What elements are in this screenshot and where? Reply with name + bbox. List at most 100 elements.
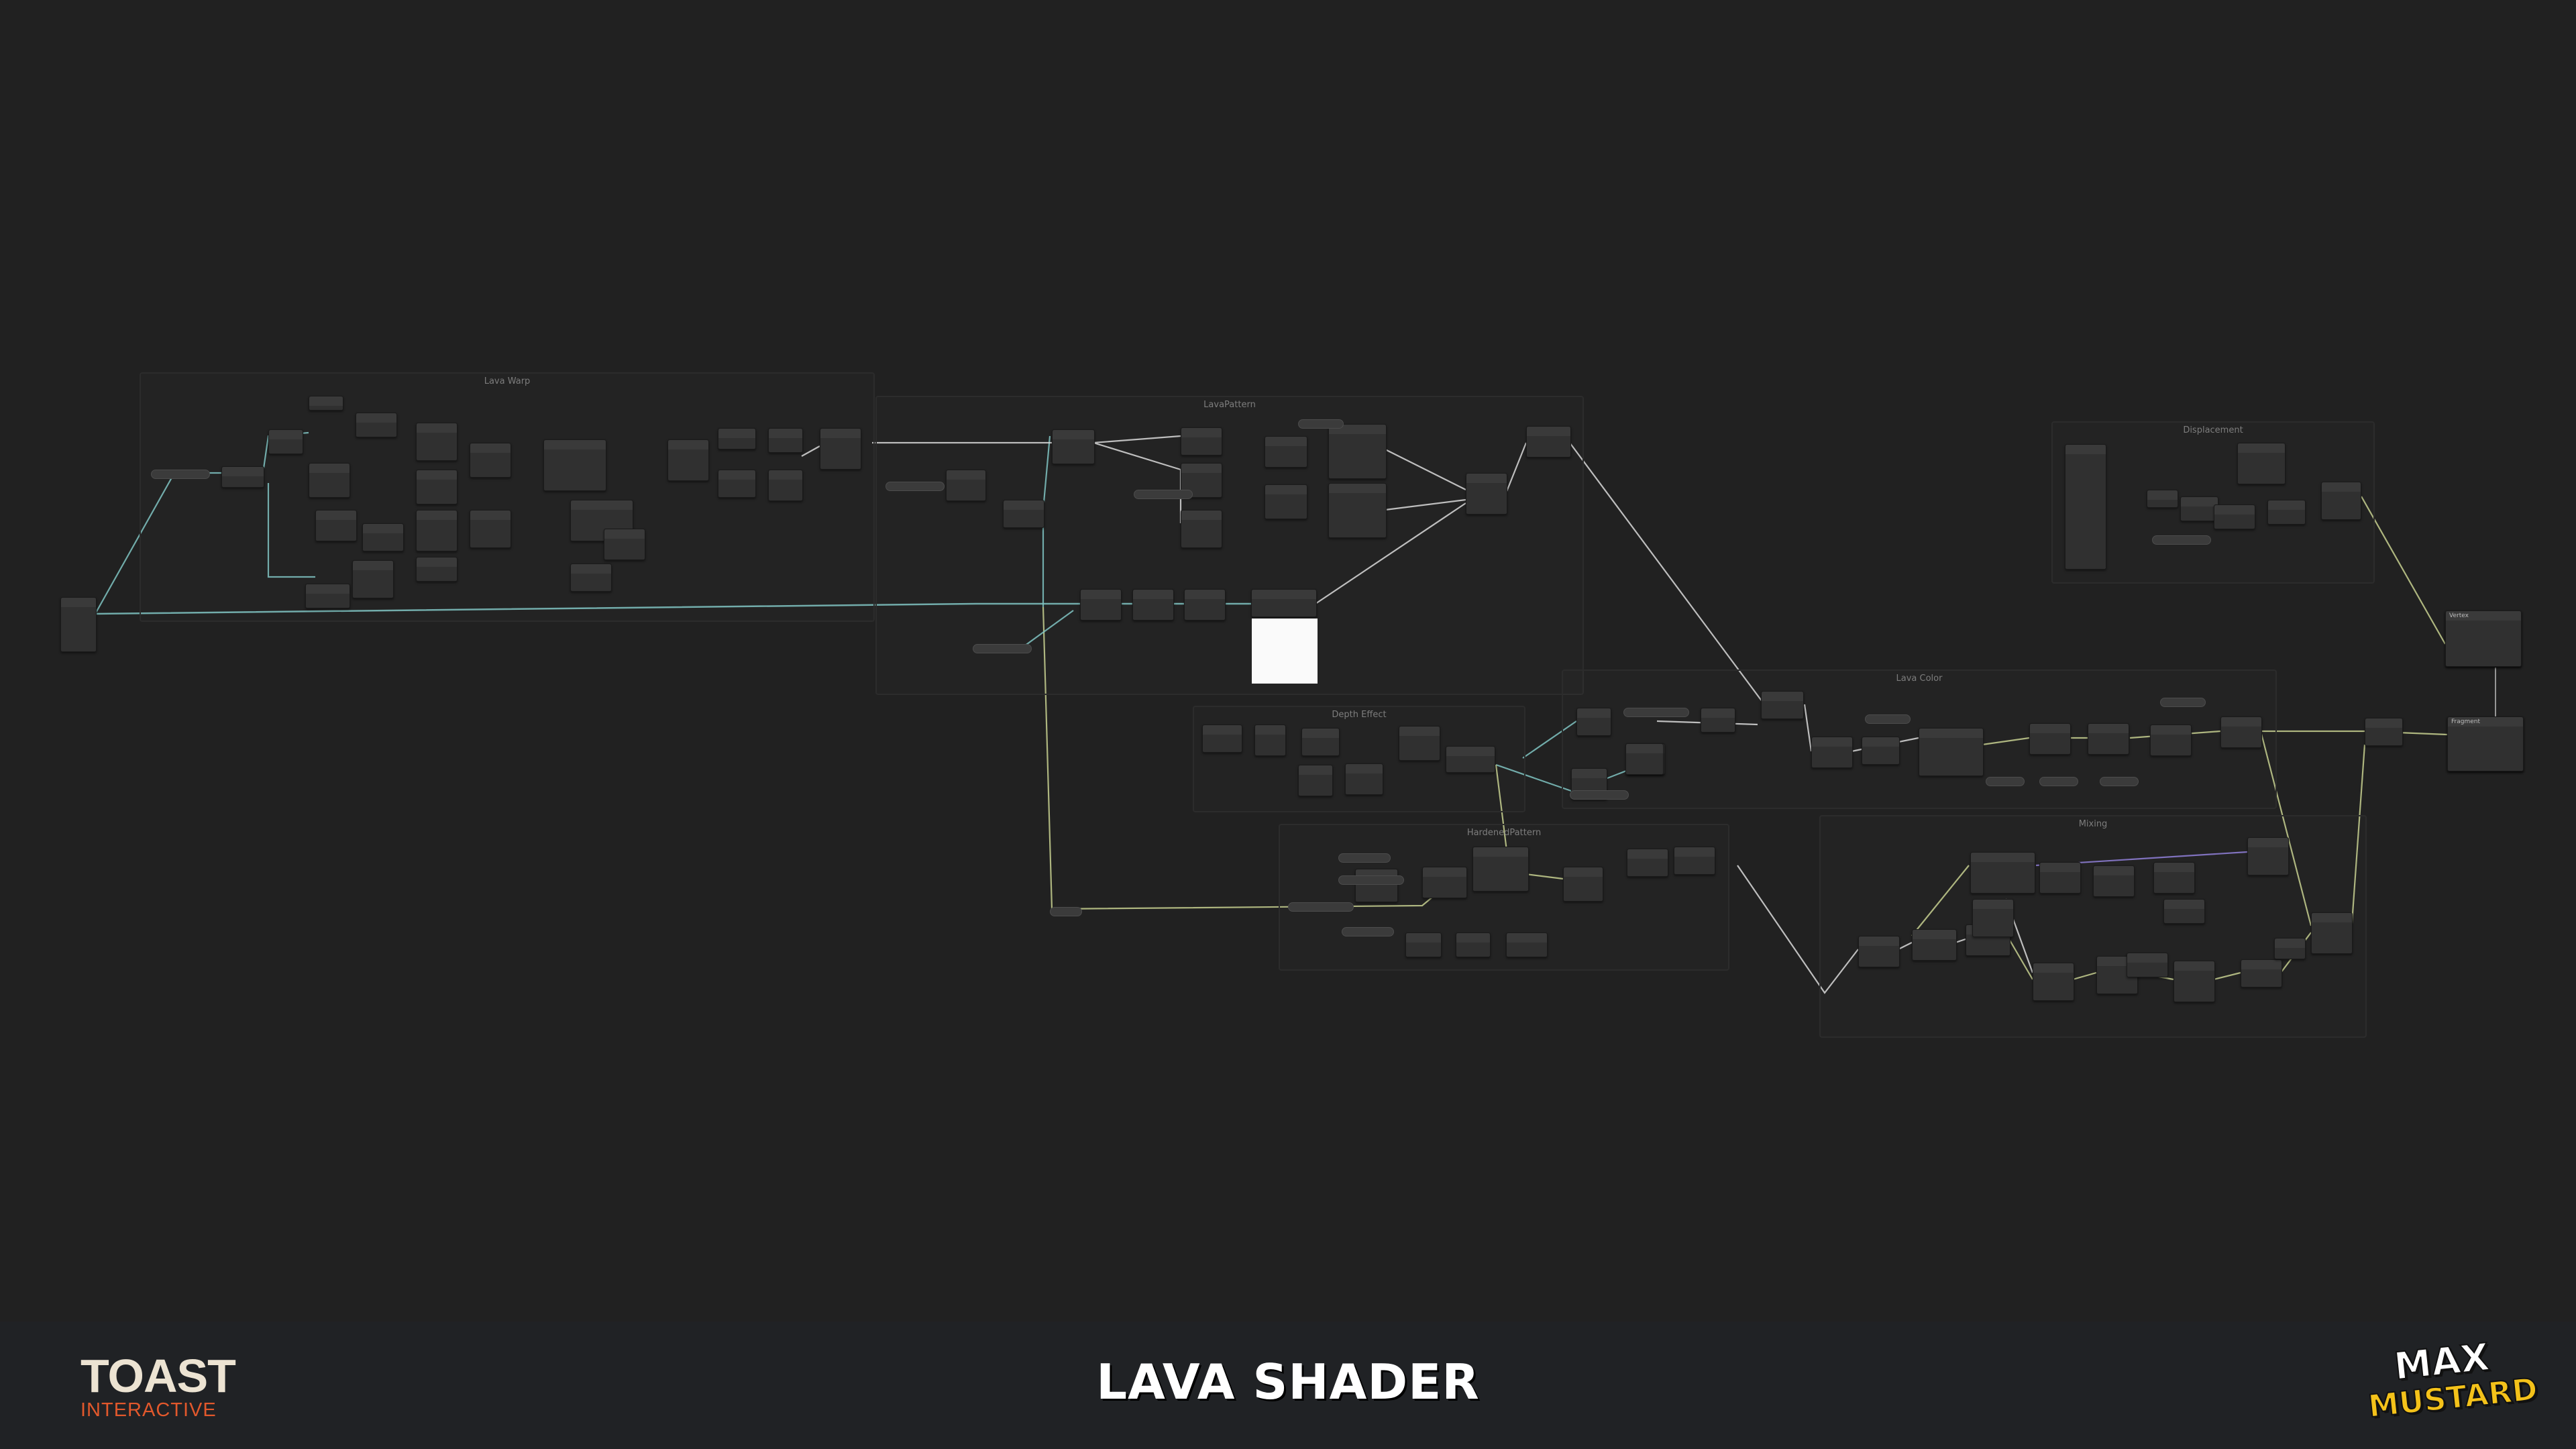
shader-node[interactable]	[2274, 938, 2306, 959]
shader-node[interactable]	[2150, 724, 2192, 756]
property-node[interactable]	[2160, 698, 2206, 707]
shader-node[interactable]	[1526, 426, 1571, 458]
shader-node[interactable]	[1265, 484, 1307, 519]
shader-node[interactable]	[1811, 737, 1853, 768]
shader-node[interactable]	[1298, 765, 1333, 796]
shader-node[interactable]	[2214, 504, 2255, 529]
shader-node[interactable]	[1202, 724, 1242, 753]
shader-node[interactable]	[416, 510, 458, 551]
shader-node[interactable]	[1399, 726, 1440, 761]
shader-node[interactable]	[60, 597, 97, 652]
shader-node[interactable]	[1080, 589, 1122, 621]
shader-node[interactable]	[1625, 743, 1664, 775]
shader-node[interactable]	[221, 466, 264, 488]
shader-node[interactable]	[1405, 932, 1442, 957]
property-node[interactable]	[1134, 490, 1193, 499]
property-node[interactable]	[1342, 927, 1394, 936]
shader-node[interactable]	[470, 510, 511, 548]
shader-node[interactable]	[352, 560, 394, 598]
shader-node[interactable]	[2153, 862, 2195, 894]
shader-node[interactable]	[1301, 728, 1340, 756]
property-node[interactable]	[1298, 419, 1344, 429]
shader-node[interactable]	[2029, 723, 2071, 755]
group-mixing[interactable]: Mixing	[1819, 815, 2367, 1038]
shader-node[interactable]	[667, 439, 709, 481]
shader-node[interactable]	[570, 500, 633, 541]
shader-node[interactable]	[2127, 953, 2168, 977]
shader-node[interactable]	[362, 523, 404, 551]
shader-node[interactable]	[2039, 862, 2081, 894]
shader-node[interactable]	[1701, 708, 1735, 733]
shader-node[interactable]	[416, 423, 458, 461]
property-node[interactable]	[1338, 875, 1404, 885]
vertex-output-node[interactable]: Vertex	[2445, 610, 2522, 667]
shader-node[interactable]	[268, 429, 303, 454]
shader-node[interactable]	[2241, 959, 2282, 987]
shader-node[interactable]	[305, 584, 350, 608]
shader-node[interactable]	[416, 470, 458, 504]
shader-node[interactable]	[309, 396, 343, 411]
shader-node[interactable]	[1422, 867, 1467, 898]
property-node[interactable]	[1570, 790, 1629, 800]
shader-node[interactable]	[1466, 473, 1507, 515]
shader-node[interactable]	[2267, 500, 2306, 525]
shader-node[interactable]	[1003, 500, 1044, 528]
shader-node[interactable]	[1355, 869, 1398, 902]
shader-node[interactable]	[1345, 763, 1383, 795]
shader-node[interactable]	[1184, 589, 1226, 621]
property-node[interactable]	[1338, 853, 1391, 863]
shader-node[interactable]	[718, 470, 756, 498]
shader-node[interactable]	[2180, 496, 2218, 521]
shader-node[interactable]	[2163, 899, 2205, 924]
shader-node[interactable]	[2033, 963, 2074, 1001]
property-node[interactable]	[151, 470, 210, 479]
shader-node[interactable]	[2174, 961, 2215, 1002]
shader-node[interactable]	[1181, 510, 1222, 548]
shader-node[interactable]	[2311, 912, 2353, 954]
shader-node[interactable]	[1456, 932, 1491, 957]
shader-node[interactable]	[570, 564, 612, 592]
property-node[interactable]	[1986, 777, 2025, 786]
fragment-output-node[interactable]: Fragment	[2447, 716, 2524, 771]
shader-node[interactable]	[1181, 427, 1222, 455]
shader-node[interactable]	[356, 413, 397, 437]
group-depth-effect[interactable]: Depth Effect	[1193, 706, 1525, 812]
group-lava-warp[interactable]: Lava Warp	[140, 372, 875, 622]
shader-node[interactable]	[1761, 691, 1804, 719]
shader-node[interactable]	[416, 557, 458, 582]
shader-node[interactable]	[2093, 865, 2135, 897]
shader-node[interactable]	[309, 463, 350, 498]
property-node[interactable]	[885, 482, 945, 491]
shader-node[interactable]	[820, 428, 861, 470]
property-node[interactable]	[2039, 777, 2078, 786]
shader-node[interactable]	[1052, 429, 1095, 464]
shader-node[interactable]	[1912, 929, 1957, 961]
shader-node[interactable]	[2321, 482, 2361, 520]
shader-node[interactable]	[543, 439, 606, 491]
shader-node[interactable]	[1254, 724, 1286, 756]
shader-node[interactable]	[2065, 444, 2106, 570]
group-hardened-pattern[interactable]: HardenedPattern	[1279, 824, 1729, 971]
shader-node[interactable]	[1862, 737, 1900, 765]
shader-node[interactable]	[470, 443, 511, 478]
shader-node[interactable]	[2247, 837, 2289, 875]
shader-graph-canvas[interactable]: Lava Warp LavaPattern Displacement Lava …	[0, 0, 2576, 1322]
shader-node[interactable]	[1132, 589, 1174, 621]
group-displacement[interactable]: Displacement	[2051, 421, 2375, 584]
shader-node[interactable]	[1674, 847, 1715, 875]
group-lava-pattern[interactable]: LavaPattern	[875, 396, 1584, 695]
property-node[interactable]	[1623, 708, 1689, 717]
shader-node[interactable]	[2237, 443, 2286, 484]
property-node[interactable]	[1050, 907, 1082, 916]
shader-node[interactable]	[718, 428, 756, 449]
shader-node[interactable]	[1972, 899, 2014, 937]
shader-node[interactable]	[2220, 716, 2262, 748]
shader-node[interactable]	[2365, 718, 2403, 746]
shader-node[interactable]	[1446, 746, 1495, 773]
shader-node[interactable]	[1328, 424, 1387, 479]
shader-node[interactable]	[1506, 932, 1548, 957]
property-node[interactable]	[2100, 777, 2139, 786]
shader-node[interactable]	[768, 428, 803, 453]
shader-node[interactable]	[1627, 849, 1668, 877]
shader-node[interactable]	[604, 529, 645, 560]
